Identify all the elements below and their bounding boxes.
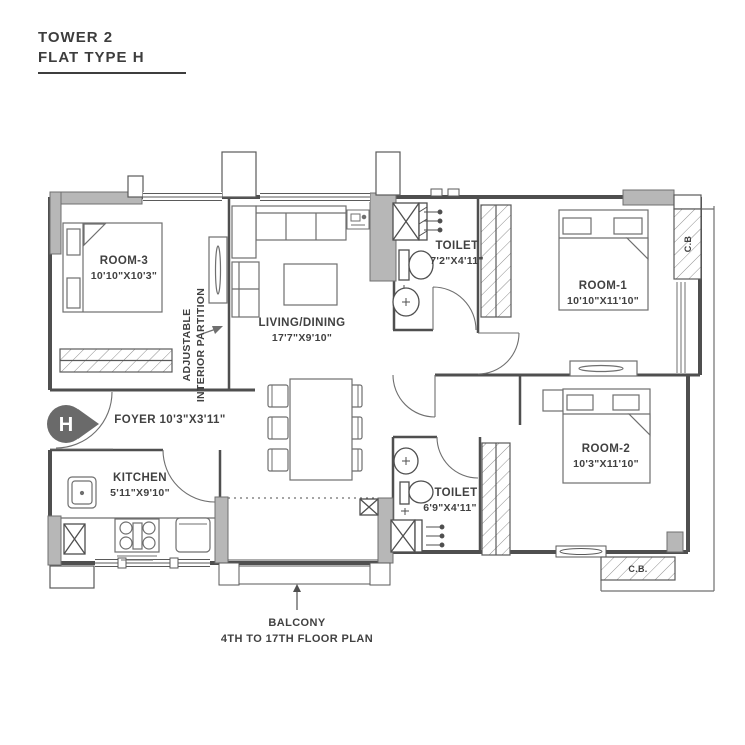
- cupboard-bottom-right: [600, 556, 676, 581]
- room1-bed: [558, 209, 649, 311]
- balcony-arrow-icon: [293, 584, 301, 610]
- service-pipes: [676, 282, 686, 373]
- partition-label-2: INTERIOR PARTITION: [195, 288, 207, 402]
- toilet1-door: [432, 286, 477, 331]
- partition-label-1: ADJUSTABLE: [181, 309, 193, 382]
- room-labels: ROOM-3 10'10"X10'3" LIVING/DINING 17'7"X…: [91, 240, 639, 514]
- dresser: [569, 360, 638, 377]
- wardrobe-room1: [480, 204, 512, 318]
- wardrobe-room2: [481, 442, 511, 556]
- flat-type-title: FLAT TYPE H: [38, 48, 186, 74]
- toilet2-fixtures: [393, 447, 445, 548]
- toilet1-dims-label: 7'2"X4'11": [430, 255, 484, 267]
- shower-toilet2: [426, 524, 445, 548]
- wc-toilet2: [399, 480, 434, 515]
- foyer-label: FOYER 10'3"X3'11": [114, 414, 225, 426]
- entry-marker-letter: H: [59, 414, 73, 436]
- kitchen-name-label: KITCHEN: [113, 472, 167, 484]
- kitchen-sink: [67, 476, 97, 509]
- doors: [50, 286, 520, 503]
- adjustable-partition: [195, 236, 228, 337]
- toilet1-name-label: TOILET: [435, 240, 478, 252]
- shaft-toilet2: [390, 519, 423, 553]
- shaft-kitchen: [63, 523, 86, 555]
- room1-name-label: ROOM-1: [579, 280, 628, 292]
- dining-table: [289, 378, 353, 481]
- shaft-toilet1: [392, 202, 428, 241]
- chajja-outline: [600, 206, 715, 592]
- structural-columns: [47, 189, 684, 566]
- kitchen-dims-label: 5'11"X9'10": [110, 487, 170, 499]
- toilet1-fixtures: [392, 209, 443, 317]
- room3-name-label: ROOM-3: [100, 255, 148, 267]
- balcony-edge: [218, 497, 391, 586]
- annotation-labels: ADJUSTABLE INTERIOR PARTITION C.B C.B. B…: [181, 236, 693, 645]
- room2-name-label: ROOM-2: [582, 443, 630, 455]
- cupboard-top-right: [673, 208, 702, 280]
- tower-title: TOWER 2: [38, 29, 114, 46]
- shafts: [63, 202, 428, 555]
- living-top-window: [260, 192, 370, 202]
- projecting-columns: [49, 151, 702, 589]
- room2-dims-label: 10'3"X11'10": [573, 458, 639, 470]
- toilet2-dims-label: 6'9"X4'11": [423, 502, 477, 514]
- toilet2-door: [436, 436, 479, 479]
- wc-toilet1: [398, 249, 434, 295]
- balcony-label: BALCONY: [268, 617, 325, 629]
- cb-bottom-label: C.B.: [628, 564, 647, 574]
- room3-bed: [62, 222, 163, 313]
- living-name-label: LIVING/DINING: [259, 317, 346, 329]
- washbasin-toilet2: [393, 447, 419, 475]
- room2-bed: [542, 388, 651, 484]
- room1-dims-label: 10'10"X11'10": [567, 295, 639, 307]
- kitchen-fixtures: [61, 476, 215, 561]
- living-sofa: [231, 205, 347, 318]
- kitchen-door: [162, 449, 216, 503]
- floor-note-label: 4TH TO 17TH FLOOR PLAN: [221, 633, 373, 645]
- shaft-dining-corner: [359, 498, 379, 516]
- dining-set: [267, 378, 363, 481]
- toilet2-name-label: TOILET: [434, 487, 477, 499]
- cb-top-label: C.B: [683, 236, 693, 253]
- room2-window-sill: [555, 545, 607, 558]
- room1-door: [477, 332, 520, 375]
- windows: [95, 188, 607, 569]
- refrigerator: [175, 517, 211, 553]
- room3-dims-label: 10'10"X10'3": [91, 270, 157, 282]
- entry-marker-circle: [47, 405, 85, 443]
- intercom-icon: [346, 209, 370, 230]
- entry-door: [50, 391, 113, 450]
- washbasin-toilet1: [392, 287, 420, 317]
- wardrobes: [59, 204, 702, 581]
- lobby-door: [392, 374, 436, 418]
- living-dims-label: 17'7"X9'10": [272, 332, 332, 344]
- gas-stove: [114, 518, 160, 561]
- entry-marker: H: [47, 405, 99, 443]
- shower-toilet1: [424, 209, 443, 233]
- wardrobe-room3: [59, 348, 173, 373]
- coffee-table: [283, 263, 338, 306]
- room3-top-window: [143, 192, 222, 202]
- toilet1-vent-ticks: [430, 188, 460, 197]
- title-block: TOWER 2 FLAT TYPE H: [38, 28, 186, 74]
